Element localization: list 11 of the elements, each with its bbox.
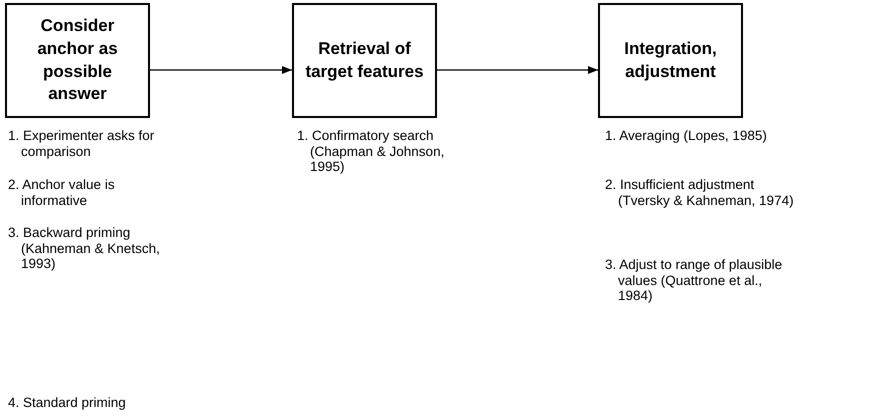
list-item: 2. Insufficient adjustment (Tversky & Kahneman, 1974) [605,177,795,208]
list-item: 3. Backward priming (Kahneman & Knetsch, 1993) [8,225,161,272]
process-box: Consider anchor as possible answer [5,3,150,118]
list-item: 4. Standard priming [8,395,127,411]
list-item: 1. Averaging (Lopes, 1985) [605,128,768,144]
list-item: 1. Experimenter asks for comparison [8,128,156,160]
process-box: Integration, adjustment [598,3,743,118]
list-item: 3. Adjust to range of plausible values (Quattrone et al., 1984) [605,257,784,304]
list-item: 1. Confirmatory search (Chapman & Johnson, 1995) [297,128,446,175]
list-item: 2. Anchor value is informative [8,177,116,208]
process-box: Retrieval of target features [292,3,437,118]
